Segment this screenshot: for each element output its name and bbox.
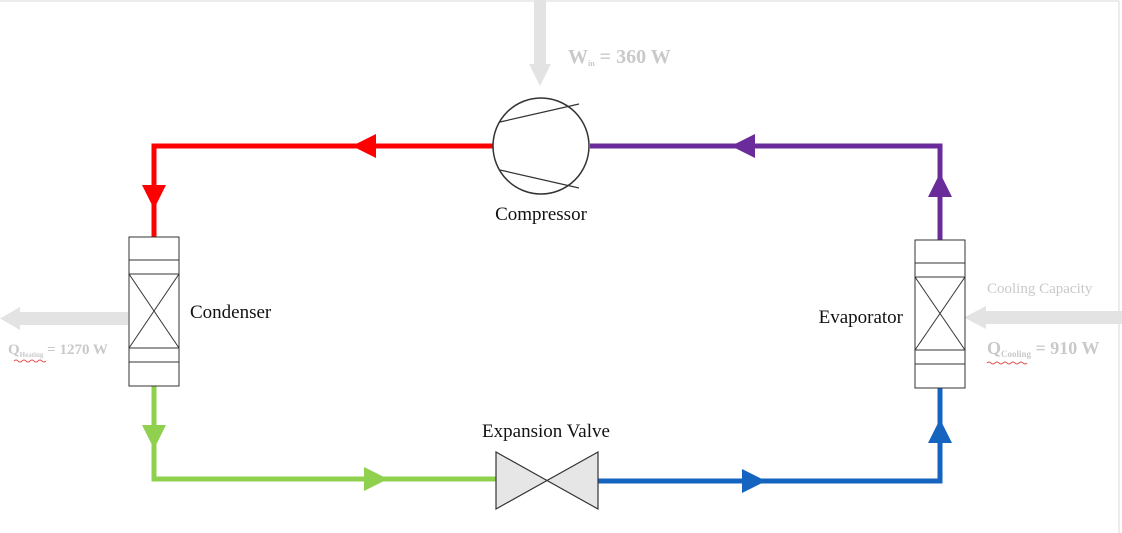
condenser-label: Condenser — [190, 302, 272, 323]
heat-out-arrow — [0, 307, 128, 330]
heat-in-label: QCooling = 910 W — [987, 338, 1099, 359]
discharge-arrow-left — [352, 134, 376, 158]
expansion-arrow-right — [742, 469, 766, 493]
work-in-arrow — [529, 0, 551, 86]
suction-line — [590, 143, 943, 240]
cooling-capacity-label: Cooling Capacity — [987, 281, 1093, 297]
heat-in-arrow — [964, 306, 1122, 329]
suction-arrow-left — [731, 134, 755, 158]
evaporator-icon — [914, 239, 966, 389]
evaporator-label: Evaporator — [819, 307, 904, 328]
expansion-line — [598, 388, 943, 484]
spellcheck-underline-cooling — [986, 361, 1028, 365]
discharge-line — [151, 143, 493, 237]
condenser-icon — [128, 236, 180, 387]
expansion-valve-icon — [495, 450, 599, 511]
liquid-arrow-right — [364, 467, 388, 491]
heat-out-label: QHeating = 1270 W — [8, 342, 108, 359]
discharge-arrow-down — [142, 185, 166, 209]
compressor-icon — [492, 97, 590, 195]
liquid-arrow-down — [142, 425, 166, 449]
expansion-arrow-up — [928, 419, 952, 443]
compressor-label: Compressor — [495, 204, 588, 225]
expansion-valve-label: Expansion Valve — [482, 421, 610, 442]
work-in-label: Win = 360 W — [568, 46, 671, 68]
liquid-line — [151, 386, 496, 482]
suction-arrow-up — [928, 173, 952, 197]
spellcheck-underline-heating — [13, 359, 47, 363]
